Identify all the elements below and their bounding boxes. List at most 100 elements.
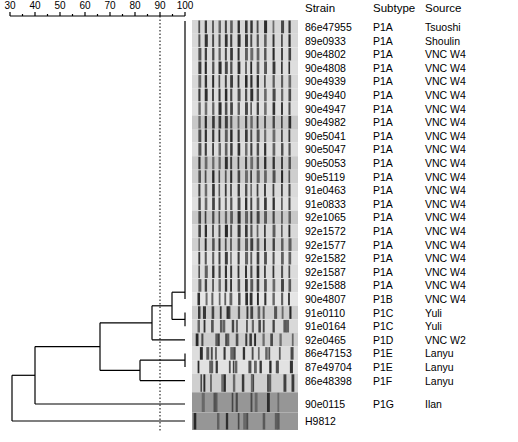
gel-band bbox=[201, 334, 203, 347]
strain-name: 86e47153 bbox=[305, 348, 352, 359]
gel-band bbox=[250, 293, 253, 306]
gel-band bbox=[281, 89, 283, 102]
gel-band bbox=[288, 116, 291, 129]
gel-band bbox=[264, 184, 266, 197]
gel-band bbox=[250, 130, 252, 143]
gel-band bbox=[292, 374, 295, 392]
gel-lane bbox=[192, 34, 298, 48]
gel-band bbox=[273, 130, 276, 143]
subtype-code: P1A bbox=[373, 199, 393, 210]
gel-band bbox=[212, 279, 214, 292]
source-name: VNC W4 bbox=[425, 212, 466, 223]
gel-band bbox=[264, 102, 267, 115]
gel-band bbox=[250, 279, 253, 292]
strain-name: 90e4939 bbox=[305, 76, 346, 87]
strain-name: 91e0164 bbox=[305, 321, 346, 332]
gel-band bbox=[219, 293, 221, 306]
gel-band bbox=[281, 293, 283, 306]
gel-band bbox=[289, 306, 291, 319]
strain-name: 92e1582 bbox=[305, 253, 346, 264]
gel-band bbox=[273, 34, 275, 47]
scale-tick bbox=[84, 12, 85, 16]
gel-band bbox=[230, 130, 232, 143]
gel-band bbox=[216, 361, 218, 374]
gel-band bbox=[238, 293, 240, 306]
gel-band bbox=[212, 102, 214, 115]
gel-band bbox=[225, 266, 227, 279]
gel-band bbox=[219, 130, 221, 143]
gel-band bbox=[198, 266, 200, 279]
gel-band bbox=[250, 238, 253, 251]
gel-band bbox=[238, 89, 241, 102]
gel-band bbox=[238, 34, 241, 47]
subtype-code: P1A bbox=[373, 226, 393, 237]
gel-band bbox=[236, 334, 239, 347]
gel-band bbox=[205, 225, 207, 238]
gel-band bbox=[212, 198, 215, 211]
gel-band bbox=[250, 75, 252, 88]
gel-band bbox=[205, 48, 207, 61]
gel-band bbox=[250, 184, 252, 197]
gel-lane bbox=[192, 75, 298, 89]
gel-band bbox=[212, 62, 214, 75]
gel-lane bbox=[192, 413, 298, 431]
source-name: VNC W4 bbox=[425, 117, 466, 128]
gel-band bbox=[274, 306, 277, 319]
gel-band bbox=[212, 211, 214, 224]
gel-band bbox=[258, 320, 261, 333]
gel-band bbox=[205, 116, 207, 129]
subtype-code: P1A bbox=[373, 35, 393, 46]
subtype-code: P1C bbox=[373, 321, 393, 332]
gel-band bbox=[257, 293, 259, 306]
gel-band bbox=[219, 266, 221, 279]
source-name: VNC W4 bbox=[425, 144, 466, 155]
gel-band bbox=[288, 170, 290, 183]
scale-tick bbox=[122, 14, 123, 16]
gel-band bbox=[198, 34, 200, 47]
gel-band bbox=[250, 252, 252, 265]
dendrogram-branch bbox=[12, 420, 185, 421]
gel-lane bbox=[192, 129, 298, 143]
gel-band bbox=[238, 157, 240, 170]
gel-band bbox=[250, 143, 252, 156]
gel-band bbox=[288, 225, 290, 238]
gel-band bbox=[281, 252, 284, 265]
gel-band bbox=[219, 48, 221, 61]
gel-band bbox=[276, 361, 279, 374]
gel-lane bbox=[192, 20, 298, 34]
gel-band bbox=[205, 279, 207, 292]
source-name: VNC W4 bbox=[425, 158, 466, 169]
subtype-code: P1A bbox=[373, 239, 393, 250]
dendrogram-branch bbox=[35, 403, 185, 404]
gel-band bbox=[291, 347, 294, 360]
strain-name: 90e4802 bbox=[305, 49, 346, 60]
gel-band bbox=[212, 157, 214, 170]
gel-lane bbox=[192, 170, 298, 184]
subtype-code: P1A bbox=[373, 144, 393, 155]
gel-band bbox=[219, 279, 221, 292]
gel-band bbox=[245, 252, 248, 265]
gel-band bbox=[273, 252, 275, 265]
subtype-code: P1A bbox=[373, 90, 393, 101]
dendrogram-branch bbox=[184, 21, 185, 299]
gel-lane bbox=[192, 392, 298, 412]
gel-band bbox=[264, 89, 267, 102]
gel-band bbox=[273, 320, 275, 333]
gel-band bbox=[243, 347, 245, 360]
gel-band bbox=[198, 130, 201, 143]
gel-band bbox=[219, 225, 221, 238]
gel-band bbox=[225, 48, 227, 61]
gel-band bbox=[245, 89, 247, 102]
gel-band bbox=[281, 75, 283, 88]
gel-band bbox=[281, 170, 283, 183]
gel-band bbox=[230, 198, 232, 211]
gel-band bbox=[230, 102, 233, 115]
scale-tick bbox=[159, 12, 160, 16]
subtype-code: P1E bbox=[373, 348, 393, 359]
gel-band bbox=[215, 334, 217, 347]
gel-band bbox=[288, 62, 290, 75]
gel-band bbox=[219, 21, 221, 34]
dendrogram-branch bbox=[140, 380, 185, 381]
scale-number: 80 bbox=[129, 1, 140, 11]
gel-band bbox=[245, 334, 247, 347]
